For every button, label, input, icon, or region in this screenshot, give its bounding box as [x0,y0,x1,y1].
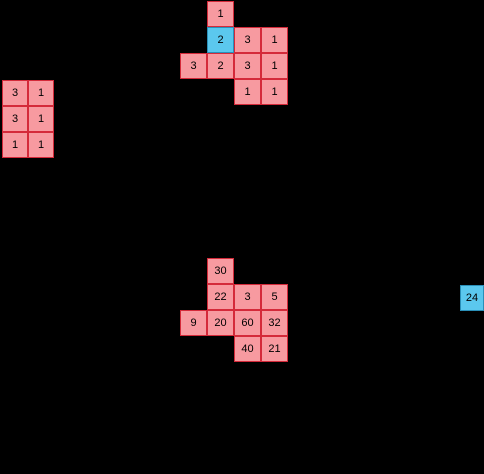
grid-cell: 1 [261,79,288,105]
grid-cell: 30 [207,258,234,284]
grid-cell: 21 [261,336,288,362]
grid-cell: 1 [2,132,28,158]
grid-cell: 2 [207,53,234,79]
grid-cell: 3 [234,284,261,310]
grid-cell: 3 [2,80,28,106]
grid-cell: 1 [28,80,54,106]
grid-cell: 1 [261,27,288,53]
grid-cell: 3 [234,27,261,53]
grid-cell: 40 [234,336,261,362]
grid-cell: 1 [234,79,261,105]
grid-cell: 20 [207,310,234,336]
grid-cell: 32 [261,310,288,336]
grid-cell: 1 [261,53,288,79]
grid-cell: 5 [261,284,288,310]
grid-cell: 3 [2,106,28,132]
grid-cell: 9 [180,310,207,336]
grid-cell: 3 [234,53,261,79]
grid-cell: 60 [234,310,261,336]
grid-cell: 22 [207,284,234,310]
grid-cell: 1 [28,106,54,132]
grid-cell: 3 [180,53,207,79]
grid-cell: 1 [28,132,54,158]
grid-cell: 1 [207,1,234,27]
grid-cell: 24 [460,285,484,311]
grid-cell: 2 [207,27,234,53]
